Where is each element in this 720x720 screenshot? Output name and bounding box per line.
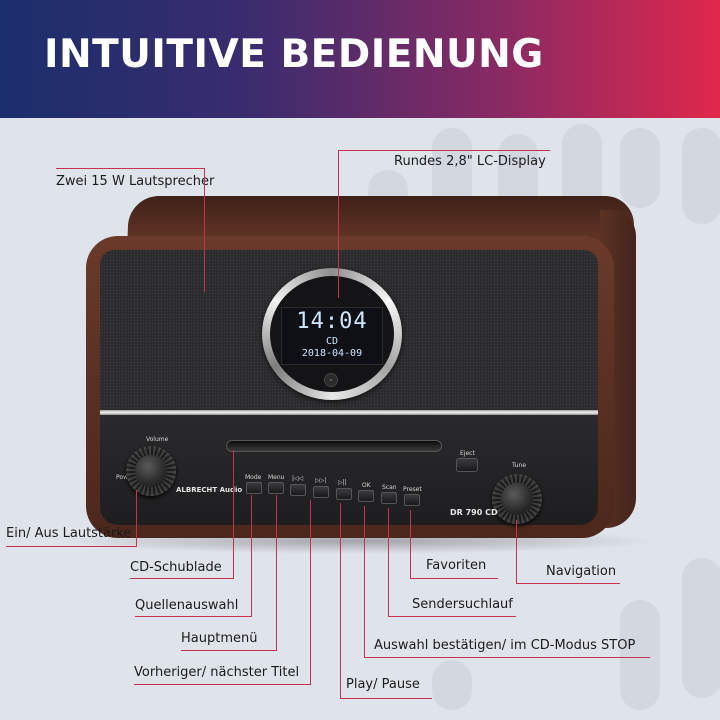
- lc-display: [281, 307, 383, 365]
- prev-icon: |◁◁: [292, 475, 304, 482]
- callout-play-pause: Play/ Pause: [346, 677, 420, 692]
- volume-knob[interactable]: [126, 446, 176, 496]
- callout-line: [276, 495, 277, 651]
- callout-cd-tray: CD-Schublade: [130, 560, 222, 575]
- callout-line: [6, 546, 136, 547]
- display-date: 2018-04-09: [301, 348, 363, 359]
- callout-source: Quellenauswahl: [135, 598, 239, 613]
- background-pill: [682, 128, 720, 224]
- callout-speakers: Zwei 15 W Lautsprecher: [56, 174, 215, 189]
- callout-line: [135, 616, 251, 617]
- callout-line: [310, 500, 311, 685]
- background-pill: [682, 558, 720, 698]
- background-pill: [620, 128, 660, 208]
- menu-button[interactable]: [268, 482, 284, 494]
- scan-label: Scan: [382, 484, 397, 491]
- callout-line: [364, 657, 650, 658]
- volume-label: Volume: [146, 436, 169, 443]
- brand-logo: ALBRECHT Audio: [176, 486, 243, 494]
- power-label: Power: [116, 474, 135, 481]
- mode-button[interactable]: [246, 482, 262, 494]
- callout-line: [340, 503, 341, 699]
- preset-button[interactable]: [404, 494, 420, 506]
- tune-label: Tune: [512, 462, 527, 469]
- callout-line: [56, 168, 204, 169]
- callout-line: [130, 578, 233, 579]
- callout-line: [410, 578, 498, 579]
- play-pause-icon: ▷||: [338, 479, 347, 486]
- header-banner: INTUITIVE BEDIENUNG: [0, 0, 720, 118]
- scan-button[interactable]: [381, 492, 397, 504]
- background-pill: [432, 660, 472, 710]
- callout-line: [181, 650, 276, 651]
- mode-label: Mode: [245, 474, 262, 481]
- eject-button[interactable]: [456, 458, 478, 472]
- callout-power-volume: Ein/ Aus Lautstärke: [6, 526, 132, 541]
- callout-line: [233, 450, 234, 579]
- callout-line: [410, 510, 411, 579]
- tune-knob[interactable]: [492, 474, 542, 524]
- display-source: CD: [325, 336, 339, 347]
- display-time: 14:04: [296, 309, 368, 334]
- page-title: INTUITIVE BEDIENUNG: [44, 32, 544, 77]
- ok-button[interactable]: [358, 490, 374, 502]
- ir-sensor: [324, 373, 338, 387]
- callout-line: [251, 495, 252, 617]
- background-pill: [620, 600, 660, 710]
- callout-line: [364, 506, 365, 658]
- callout-line: [134, 684, 310, 685]
- model-label: DR 790 CD: [450, 508, 498, 517]
- callout-navigation: Navigation: [546, 564, 617, 579]
- callout-line: [338, 150, 339, 298]
- eject-label: Eject: [460, 450, 475, 457]
- callout-favorites: Favoriten: [426, 558, 487, 573]
- ok-label: OK: [362, 482, 371, 489]
- callout-line: [388, 616, 516, 617]
- callout-prev-next: Vorheriger/ nächster Titel: [134, 665, 300, 680]
- callout-line: [388, 508, 389, 617]
- callout-line: [204, 168, 205, 292]
- menu-label: Menu: [268, 474, 285, 481]
- next-icon: ▷▷|: [315, 477, 327, 484]
- next-button[interactable]: [313, 486, 329, 498]
- callout-confirm-stop: Auswahl bestätigen/ im CD-Modus STOP: [374, 638, 636, 653]
- prev-button[interactable]: [290, 484, 306, 496]
- callout-display: Rundes 2,8" LC-Display: [394, 154, 546, 169]
- preset-label: Preset: [403, 486, 422, 493]
- play-pause-button[interactable]: [336, 488, 352, 500]
- callout-line: [340, 698, 432, 699]
- callout-main-menu: Hauptmenü: [181, 631, 258, 646]
- callout-line: [338, 150, 550, 151]
- cd-slot[interactable]: [226, 440, 442, 452]
- callout-line: [136, 490, 137, 547]
- callout-line: [516, 520, 517, 584]
- callout-line: [516, 583, 620, 584]
- callout-station-scan: Sendersuchlauf: [412, 597, 513, 612]
- chrome-strip: [100, 410, 598, 415]
